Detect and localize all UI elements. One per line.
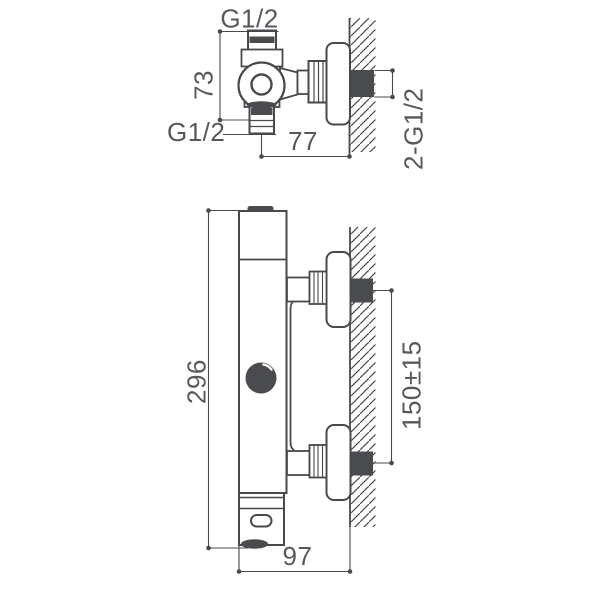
wall-fitting-dark-bottom — [350, 451, 373, 476]
dim-dot — [217, 29, 223, 34]
wall-section-front-view — [349, 227, 376, 572]
spout-outlet-dark — [241, 539, 268, 549]
dim-dot — [389, 460, 394, 466]
dim-dot — [390, 94, 395, 100]
connector-pipe — [296, 69, 310, 95]
valve-stem-circle — [250, 73, 273, 96]
dim-label-97: 97 — [283, 541, 313, 571]
valve-assembly-top-view — [237, 29, 351, 135]
dim-dot — [347, 154, 352, 159]
wall-hatch — [350, 227, 376, 527]
dim-label-150: 150±15 — [397, 340, 427, 430]
wall-fitting-dark — [349, 70, 374, 97]
dim-dot — [206, 208, 211, 213]
connector-neck-bottom — [286, 450, 311, 476]
wall-fitting-dark-top — [350, 278, 373, 303]
wall-flange-bottom — [325, 424, 352, 501]
dim-label-73: 73 — [189, 70, 219, 100]
valve-underside-shadow — [246, 101, 277, 109]
body-main — [238, 210, 288, 494]
spout-opening — [250, 514, 273, 528]
knob-highlight — [262, 363, 273, 371]
dim-dot — [389, 288, 394, 293]
dimensions-front-view: 296 150±15 97 — [182, 208, 427, 574]
wall-flange-top — [325, 251, 352, 328]
mixer-body-front-view — [238, 206, 352, 549]
top-port-thread-band — [249, 36, 275, 43]
connector-nut — [307, 60, 328, 104]
dim-dot — [236, 569, 242, 574]
dim-dot — [259, 154, 264, 159]
bottom-port-thread-band — [251, 108, 273, 115]
front-view: 296 150±15 97 — [182, 206, 427, 574]
wall-flange — [325, 42, 351, 126]
dim-dot — [390, 68, 395, 73]
body-right-profile — [289, 300, 295, 451]
wall-section-top-view — [348, 18, 376, 157]
diverter-knob — [245, 362, 277, 394]
dim-label-top-thread: G1/2 — [220, 4, 278, 34]
dimensions-top-view: G1/2 73 G1/2 77 2-G1/2 — [167, 4, 429, 171]
dim-label-bottom-thread: G1/2 — [167, 117, 225, 147]
dim-label-wall-threads: 2-G1/2 — [399, 88, 429, 171]
connector-neck-top — [286, 276, 311, 303]
top-view: G1/2 73 G1/2 77 2-G1/2 — [167, 4, 429, 171]
dim-dot — [206, 545, 211, 551]
dim-dot — [347, 569, 353, 574]
dim-label-296: 296 — [182, 359, 212, 404]
dim-label-77: 77 — [288, 126, 318, 156]
